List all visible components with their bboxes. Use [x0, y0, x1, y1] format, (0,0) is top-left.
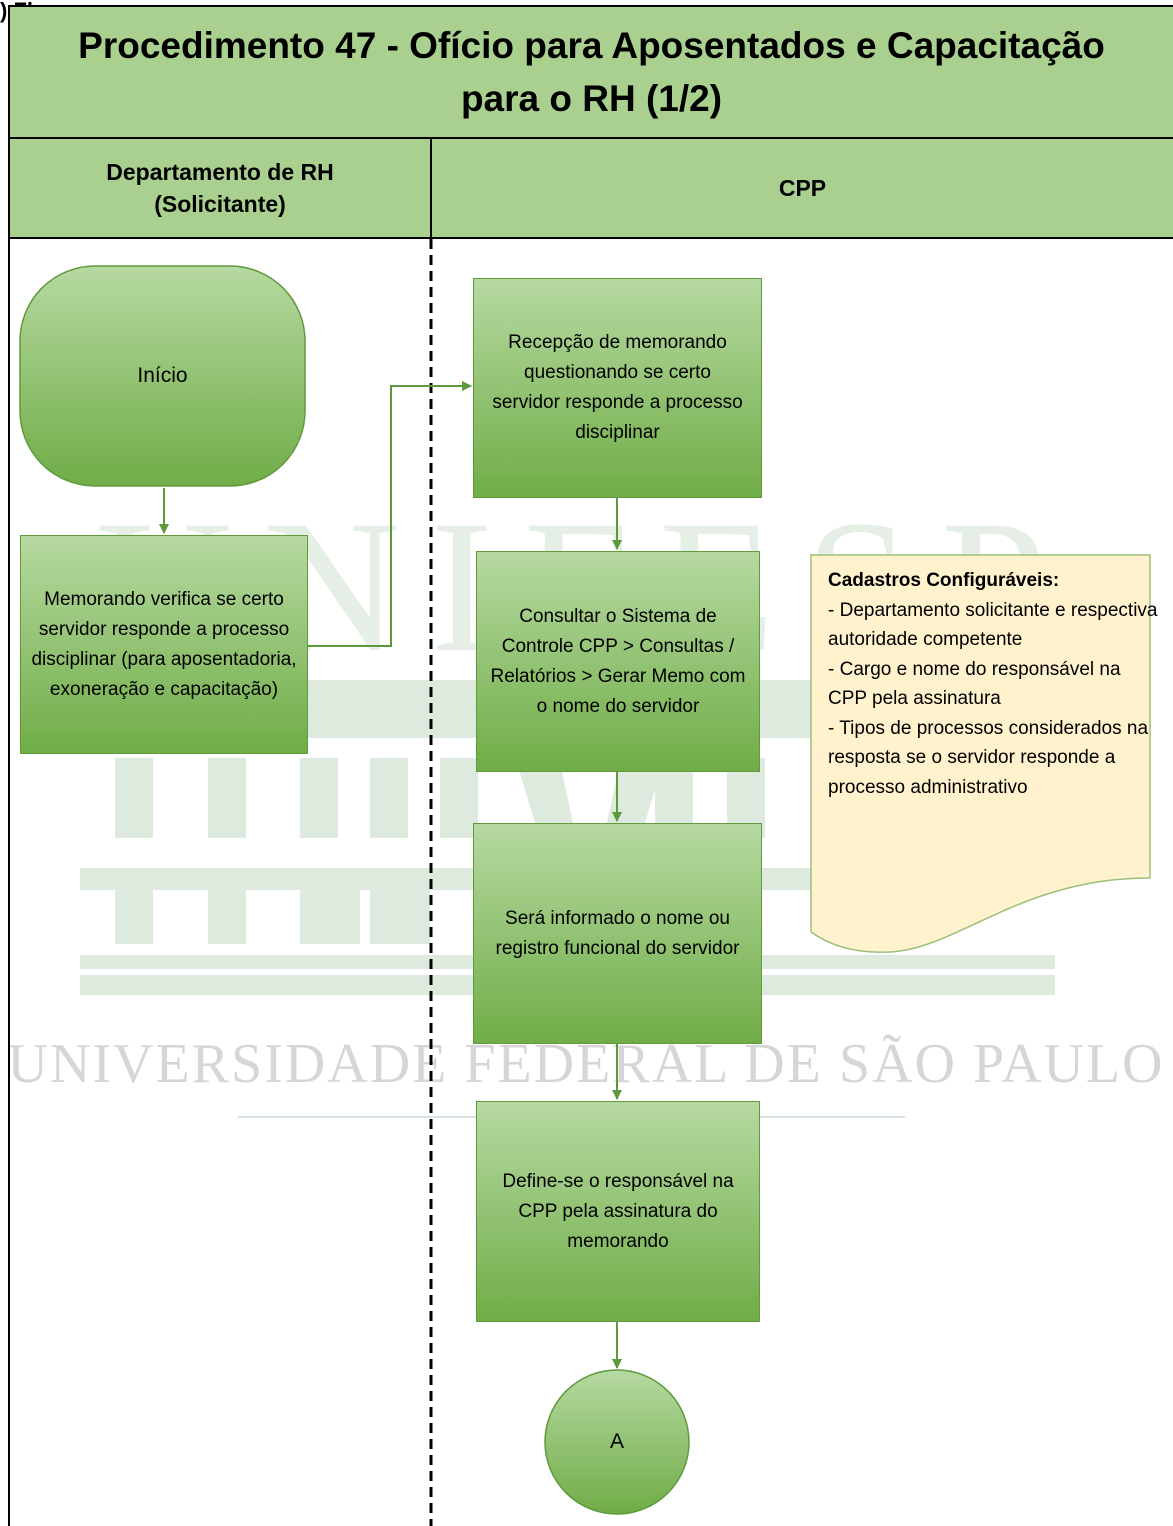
memo-process-label: Memorando verifica se certo servidor res…: [31, 588, 297, 700]
config-note-line: - Tipos de processos considerados na res…: [828, 717, 1149, 798]
define-process-label: Define-se o responsável na CPP pela assi…: [502, 1170, 734, 1252]
lane-header-cpp: CPP: [432, 139, 1173, 239]
config-note-heading: Cadastros Configuráveis:: [828, 570, 1060, 591]
connector-circle: [544, 1369, 690, 1515]
lane-label-rh: Departamento de RH (Solicitante): [106, 159, 334, 217]
inform-process-label: Será informado o nome ou registro funcio…: [495, 907, 740, 959]
consult-process-box: Consultar o Sistema de Controle CPP > Co…: [476, 551, 760, 772]
define-process-box: Define-se o responsável na CPP pela assi…: [476, 1101, 760, 1322]
config-note: Cadastros Configuráveis: - Departamento …: [828, 566, 1158, 802]
lane-label-cpp: CPP: [778, 175, 827, 201]
start-label: Início: [137, 364, 188, 387]
connector-label: A: [609, 1430, 624, 1453]
reception-process-label: Recepção de memorando questionando se ce…: [492, 332, 743, 443]
reception-process-box: Recepção de memorando questionando se ce…: [473, 278, 762, 498]
inform-process-box: Será informado o nome ou registro funcio…: [473, 823, 762, 1044]
memo-process-box: Memorando verifica se certo servidor res…: [20, 535, 308, 754]
start-node: Início: [20, 266, 305, 486]
lane-header-rh: Departamento de RH (Solicitante): [8, 139, 432, 239]
start-terminator: [19, 265, 306, 487]
config-note-line: - Departamento solicitante e respectiva …: [828, 599, 1158, 651]
config-note-line: - Cargo e nome do responsável na CPP pel…: [828, 658, 1121, 710]
connector-node: A: [545, 1370, 689, 1514]
page-title: Procedimento 47 - Ofício para Aposentado…: [78, 25, 1105, 119]
consult-process-label: Consultar o Sistema de Controle CPP > Co…: [490, 605, 746, 717]
config-note-shape: [810, 554, 1151, 953]
title-band: Procedimento 47 - Ofício para Aposentado…: [8, 5, 1173, 139]
